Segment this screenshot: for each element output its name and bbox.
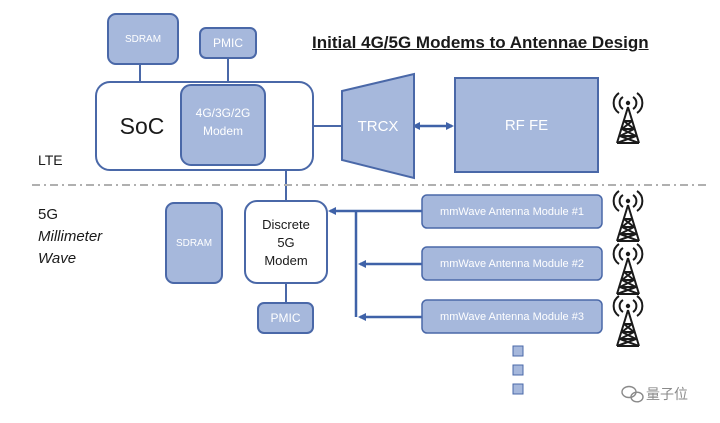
lte-pmic-box	[199, 27, 257, 59]
antenna-module-2	[421, 246, 603, 281]
trcx-label: TRCX	[357, 117, 399, 135]
millimeter-label: Millimeter	[38, 228, 103, 245]
antenna-module-3-label: mmWave Antenna Module #3	[440, 310, 584, 323]
soc-label: SoC	[119, 112, 165, 139]
5g-section-label: 5G	[38, 206, 59, 223]
antenna-tower-icon	[612, 243, 644, 295]
lte-sdram-label: SDRAM	[124, 33, 162, 45]
rffe-box	[454, 77, 599, 173]
lte-sdram-box	[107, 13, 179, 65]
antenna-module-1	[421, 194, 603, 229]
mmw-sdram-label: SDRAM	[175, 237, 213, 249]
antenna-module-3	[421, 299, 603, 334]
wechat-logo-icon	[621, 385, 644, 403]
continuation-square	[512, 364, 524, 376]
5g-modem-label-line3: Modem	[264, 252, 308, 268]
lte-section-label: LTE	[38, 152, 63, 168]
mmw-pmic-label: PMIC	[270, 311, 301, 325]
5g-modem-label-line1: Discrete	[262, 216, 310, 232]
5g-modem-box	[244, 200, 328, 284]
antenna-tower-icon	[612, 92, 644, 144]
lte-pmic-label: PMIC	[213, 36, 243, 50]
rffe-label: RF FE	[504, 116, 549, 134]
diagram-title: Initial 4G/5G Modems to Antennae Design	[312, 33, 649, 52]
antenna-tower-icon	[612, 295, 644, 347]
trcx-shape	[341, 72, 415, 180]
lte-modem-label-line2: Modem	[202, 124, 243, 138]
lte-modem-label-line1: 4G/3G/2G	[195, 106, 251, 120]
lte-modem-box	[180, 84, 266, 166]
antenna-module-2-label: mmWave Antenna Module #2	[440, 257, 584, 270]
watermark-text: 量子位	[646, 386, 688, 402]
continuation-square	[512, 345, 524, 357]
5g-modem-label-line2: 5G	[277, 234, 295, 250]
continuation-square	[512, 383, 524, 395]
antenna-tower-icon	[612, 190, 644, 242]
mmw-pmic-box	[257, 302, 314, 334]
wave-label: Wave	[38, 250, 77, 267]
mmw-sdram-box	[165, 202, 223, 284]
antenna-module-1-label: mmWave Antenna Module #1	[440, 205, 584, 218]
